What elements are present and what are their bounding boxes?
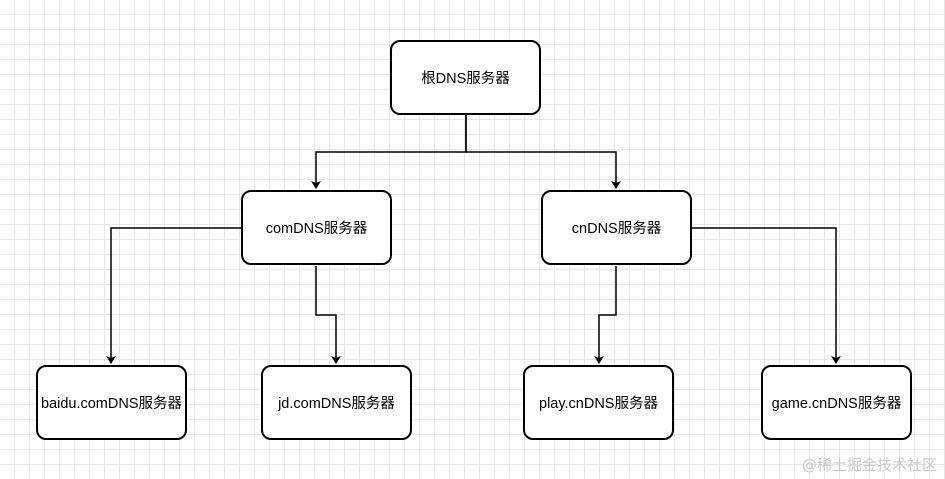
node-game-dns: game.cnDNS服务器 [761,365,912,440]
edge-root-to-com [311,115,467,189]
node-com-dns: comDNS服务器 [241,190,392,265]
node-jd-dns: jd.comDNS服务器 [261,365,412,440]
node-cn-dns: cnDNS服务器 [541,190,692,265]
node-play-dns: play.cnDNS服务器 [523,365,674,440]
edge-com-to-baidu [106,227,241,364]
node-root-dns: 根DNS服务器 [390,40,541,115]
edge-root-to-cn [465,115,621,189]
edge-cn-to-game [691,227,841,364]
edge-cn-to-play [594,266,617,364]
edge-com-to-jd [315,266,341,364]
node-baidu-dns: baidu.comDNS服务器 [36,365,187,440]
watermark-text: @稀土掘金技术社区 [801,456,937,474]
